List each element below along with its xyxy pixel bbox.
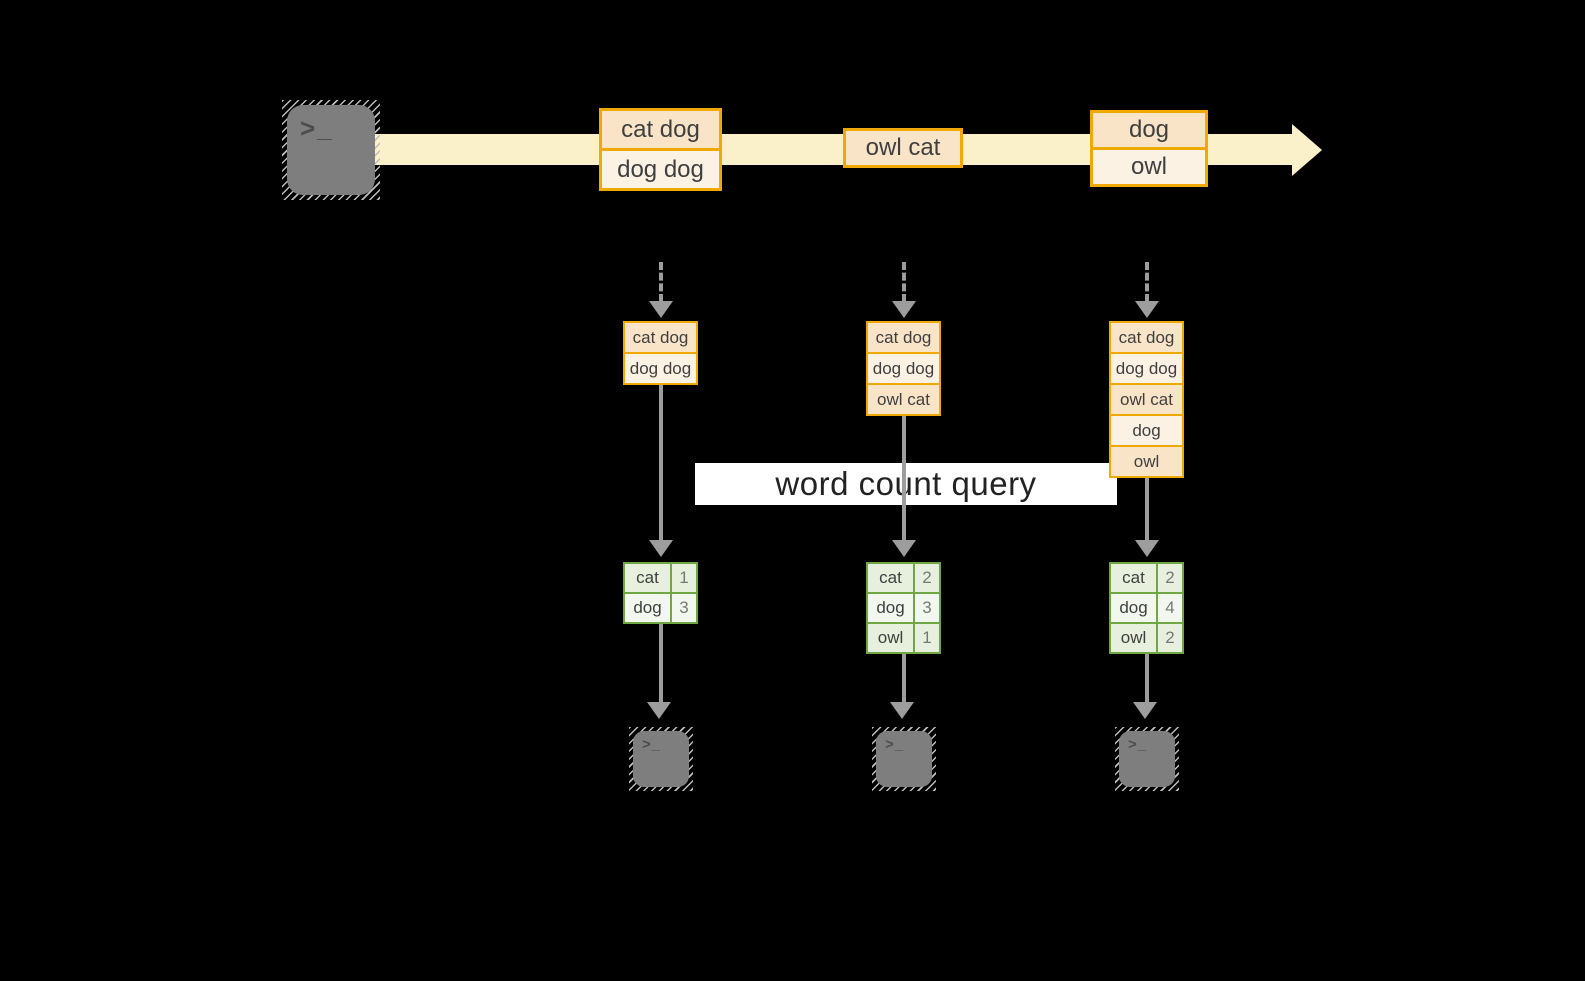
terminal-screen: >_ — [287, 105, 375, 195]
sink-arrow-head — [890, 702, 914, 719]
word-cell: cat — [868, 564, 913, 592]
sink-arrow-shaft — [659, 624, 663, 702]
result-row: owl 1 — [868, 622, 939, 652]
state-cell: owl cat — [868, 383, 939, 414]
result-row: owl 2 — [1111, 622, 1182, 652]
terminal-screen: >_ — [633, 731, 689, 787]
state-cell: owl — [1111, 445, 1182, 476]
result-row: dog 3 — [625, 592, 696, 622]
source-terminal-icon: >_ — [282, 100, 380, 200]
result-row: dog 4 — [1111, 592, 1182, 622]
batch-cell: owl cat — [846, 131, 960, 165]
stream-batch-1: cat dog dog dog — [599, 108, 722, 191]
state-cell: dog dog — [625, 352, 696, 383]
dashed-arrow-head — [1135, 301, 1159, 318]
sink-terminal-icon: >_ — [629, 727, 693, 791]
prompt-glyph-icon: >_ — [885, 736, 905, 753]
state-buffer-3: cat dog dog dog owl cat dog owl — [1109, 321, 1184, 478]
result-row: cat 1 — [625, 564, 696, 592]
result-table-2: cat 2 dog 3 owl 1 — [866, 562, 941, 654]
sink-terminal-icon: >_ — [1115, 727, 1179, 791]
state-buffer-2: cat dog dog dog owl cat — [866, 321, 941, 416]
dashed-arrow-shaft — [902, 262, 906, 302]
query-arrow-shaft — [902, 416, 906, 540]
prompt-glyph-icon: >_ — [642, 736, 662, 753]
count-cell: 1 — [670, 564, 696, 592]
sink-terminal-icon: >_ — [872, 727, 936, 791]
state-cell: cat dog — [625, 323, 696, 352]
dashed-arrow-head — [649, 301, 673, 318]
stream-arrow-head — [1292, 124, 1322, 176]
word-cell: dog — [625, 594, 670, 622]
word-cell: owl — [1111, 624, 1156, 652]
word-cell: dog — [1111, 594, 1156, 622]
terminal-screen: >_ — [1119, 731, 1175, 787]
query-arrow-head — [1135, 540, 1159, 557]
sink-arrow-shaft — [902, 654, 906, 702]
dashed-arrow-shaft — [659, 262, 663, 302]
state-cell: dog dog — [868, 352, 939, 383]
batch-cell: dog dog — [602, 148, 719, 188]
word-cell: dog — [868, 594, 913, 622]
count-cell: 2 — [1156, 564, 1182, 592]
result-row: cat 2 — [868, 564, 939, 592]
state-buffer-1: cat dog dog dog — [623, 321, 698, 385]
batch-cell: cat dog — [602, 111, 719, 148]
sink-arrow-head — [1133, 702, 1157, 719]
word-cell: cat — [1111, 564, 1156, 592]
dashed-arrow-head — [892, 301, 916, 318]
sink-arrow-head — [647, 702, 671, 719]
state-cell: owl cat — [1111, 383, 1182, 414]
batch-cell: owl — [1093, 147, 1205, 184]
count-cell: 3 — [913, 594, 939, 622]
query-arrow-head — [649, 540, 673, 557]
result-row: cat 2 — [1111, 564, 1182, 592]
terminal-screen: >_ — [876, 731, 932, 787]
count-cell: 1 — [913, 624, 939, 652]
result-table-3: cat 2 dog 4 owl 2 — [1109, 562, 1184, 654]
word-cell: cat — [625, 564, 670, 592]
dashed-arrow-shaft — [1145, 262, 1149, 302]
state-cell: cat dog — [1111, 323, 1182, 352]
query-arrow-shaft — [1145, 478, 1149, 540]
count-cell: 2 — [1156, 624, 1182, 652]
query-label: word count query — [695, 463, 1117, 505]
sink-arrow-shaft — [1145, 654, 1149, 702]
query-arrow-shaft — [659, 385, 663, 540]
count-cell: 2 — [913, 564, 939, 592]
count-cell: 3 — [670, 594, 696, 622]
word-cell: owl — [868, 624, 913, 652]
result-table-1: cat 1 dog 3 — [623, 562, 698, 624]
batch-cell: dog — [1093, 113, 1205, 147]
result-row: dog 3 — [868, 592, 939, 622]
state-cell: dog dog — [1111, 352, 1182, 383]
prompt-glyph-icon: >_ — [1128, 736, 1148, 753]
stream-batch-2: owl cat — [843, 128, 963, 168]
prompt-glyph-icon: >_ — [300, 113, 334, 143]
state-cell: dog — [1111, 414, 1182, 445]
query-arrow-head — [892, 540, 916, 557]
stream-batch-3: dog owl — [1090, 110, 1208, 187]
count-cell: 4 — [1156, 594, 1182, 622]
state-cell: cat dog — [868, 323, 939, 352]
